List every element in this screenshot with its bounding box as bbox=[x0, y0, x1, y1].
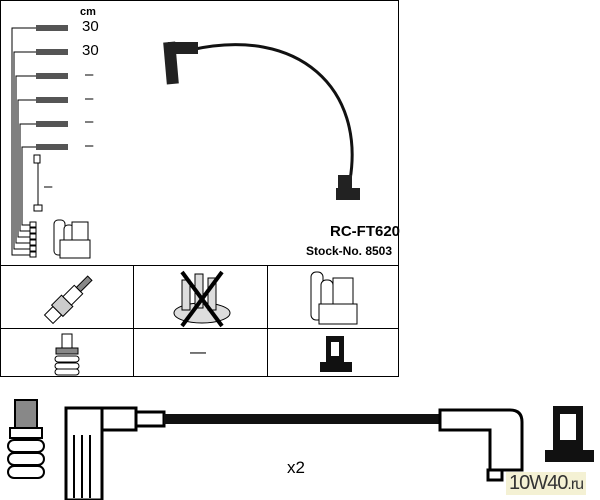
distributor-cap-icon bbox=[173, 270, 231, 328]
divider bbox=[0, 265, 399, 266]
divider bbox=[133, 265, 134, 377]
coil-terminal-icon bbox=[545, 406, 594, 462]
watermark: 10W40.ru bbox=[506, 472, 587, 495]
lead-schematic bbox=[11, 25, 91, 259]
lead-length: 30 bbox=[82, 18, 99, 35]
coil-boot-icon bbox=[438, 408, 524, 482]
ignition-coil-icon bbox=[310, 271, 358, 325]
cable-detail-drawing bbox=[7, 399, 594, 500]
watermark-text: 10W40 bbox=[509, 472, 568, 494]
divider bbox=[0, 328, 399, 329]
divider bbox=[267, 265, 268, 377]
watermark-suffix: .ru bbox=[567, 476, 584, 493]
ignition-coil-icon bbox=[53, 219, 91, 259]
model-number: RC-FT620 bbox=[330, 223, 401, 240]
plug-terminal-icon bbox=[54, 333, 80, 376]
not-applicable-cross-icon bbox=[180, 270, 224, 328]
lead-length: 30 bbox=[82, 42, 99, 59]
plug-terminal-icon bbox=[7, 399, 45, 479]
coil-lead-length: – bbox=[44, 178, 53, 195]
spark-plug-icon bbox=[43, 275, 93, 325]
ignition-cable-drawing bbox=[163, 41, 360, 200]
diagram-frame bbox=[0, 0, 399, 377]
unit-label: cm bbox=[80, 6, 96, 18]
lead-length: – bbox=[85, 137, 94, 154]
lead-length: – bbox=[85, 90, 94, 107]
lead-length: – bbox=[85, 66, 94, 83]
coil-boot-icon bbox=[336, 188, 360, 200]
no-terminal-dash: — bbox=[190, 344, 206, 361]
stock-number: Stock-No. 8503 bbox=[306, 244, 393, 258]
lead-length: – bbox=[85, 113, 94, 130]
quantity-label: x2 bbox=[287, 458, 305, 477]
spark-plug-boot-icon bbox=[64, 406, 166, 500]
coil-terminal-icon bbox=[320, 336, 352, 372]
cable bbox=[164, 414, 440, 424]
